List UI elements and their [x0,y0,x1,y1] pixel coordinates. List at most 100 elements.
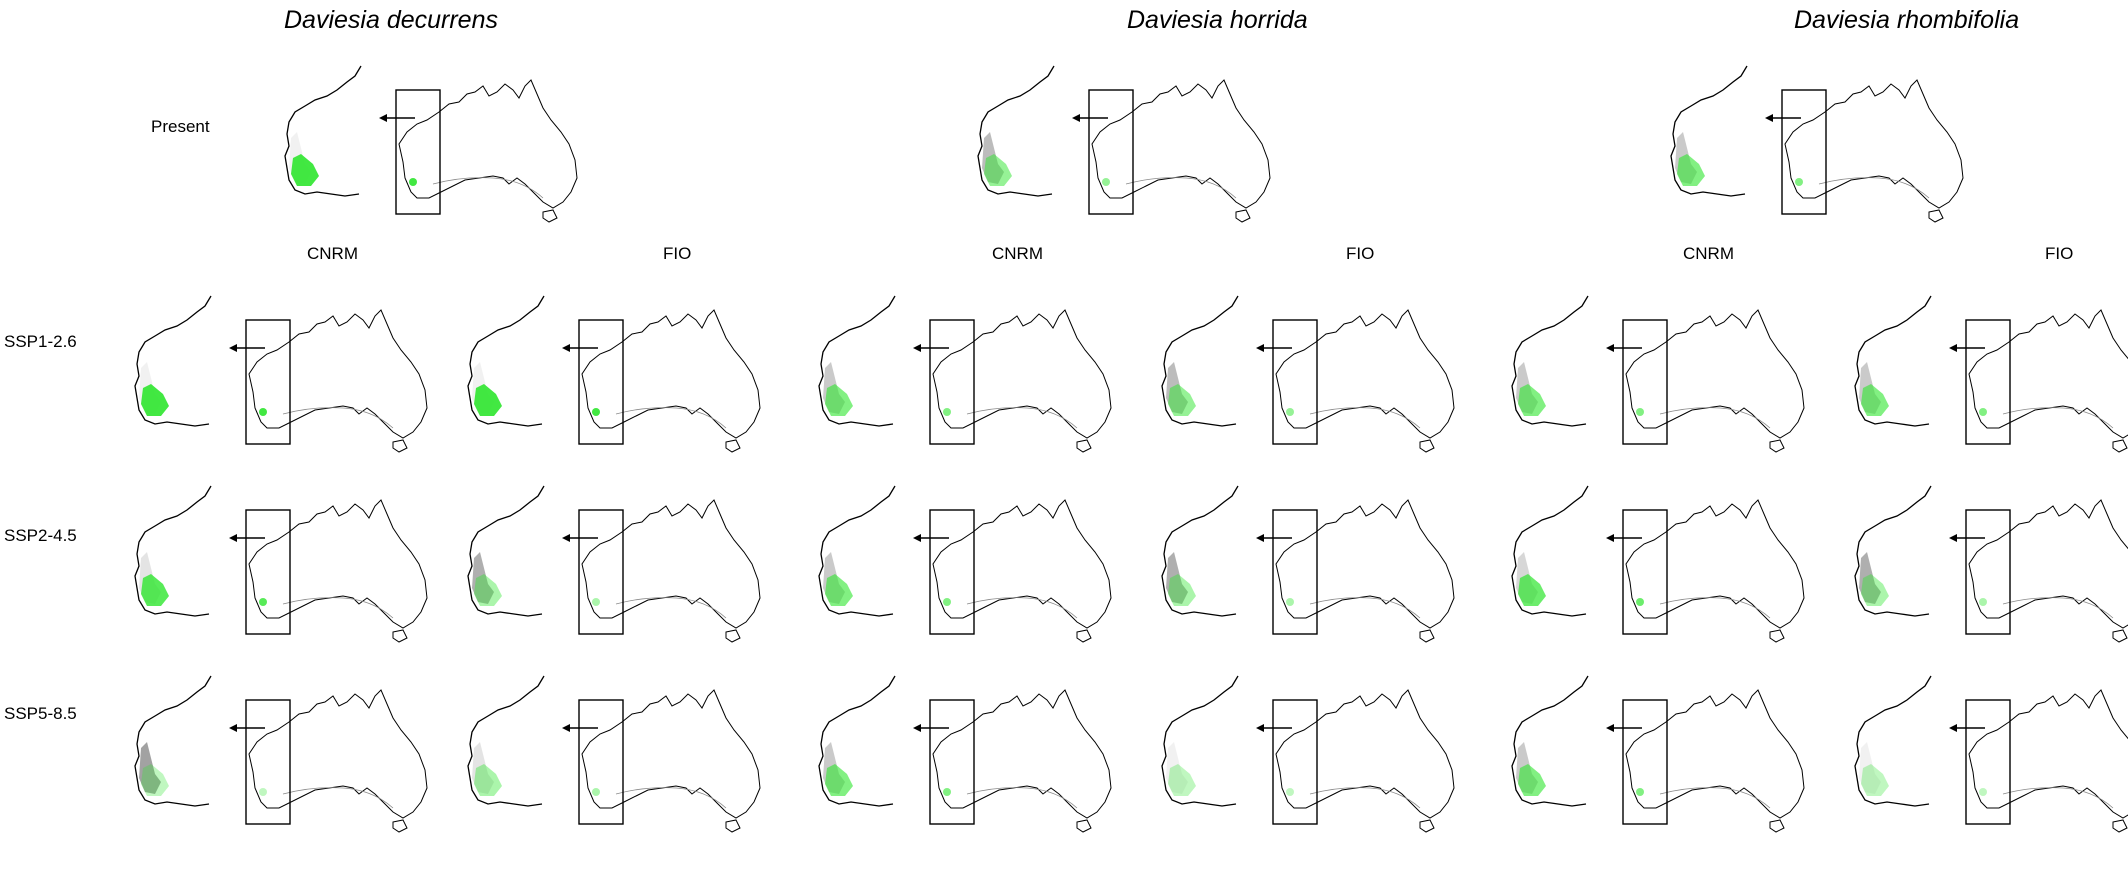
zoomed-coastline [1511,295,1589,427]
suitable-habitat-area [1861,574,1889,606]
map-panel [125,270,445,500]
tasmania-outline [1076,819,1092,833]
zoomed-sw-australia-map [134,295,212,427]
australia-map [1622,689,1805,833]
zoomed-sw-australia-map [1511,485,1589,617]
inset-box [1781,89,1827,215]
map-panel [458,460,778,690]
map-panel-svg [467,485,761,643]
tasmania-outline [2112,819,2128,833]
suitable-habitat-dot [592,598,600,606]
tasmania-outline [1076,629,1092,643]
range-boundary-line [615,787,727,809]
suitable-habitat-area [474,574,502,606]
map-panel-svg [818,295,1112,453]
figure: Daviesia decurrens Daviesia horrida Davi… [4,6,2128,833]
map-panel-svg [1161,675,1455,833]
map-panel-svg [1161,485,1455,643]
zoomed-sw-australia-map [1511,675,1589,807]
range-boundary-line [615,597,727,619]
zoomed-coastline [1161,675,1239,807]
zoomed-sw-australia-map [818,675,896,807]
map-panel-svg [1854,295,2128,453]
australia-coastline [932,499,1112,629]
range-boundary-line [1309,787,1421,809]
suitable-habitat-area [474,764,502,796]
zoomed-sw-australia-map [467,675,545,807]
zoom-arrow-head [229,344,237,352]
suitable-habitat-area [825,574,853,606]
zoomed-sw-australia-map [1161,675,1239,807]
row-label-present: Present [151,117,210,136]
zoom-arrow-head [913,724,921,732]
australia-coastline [1968,689,2128,819]
map-panel [1845,650,2128,880]
suitable-habitat-dot [259,408,267,416]
zoomed-coastline [818,295,896,427]
suitable-habitat-area [1677,154,1705,186]
suitable-habitat-area [984,154,1012,186]
zoomed-coastline [1511,675,1589,807]
inset-box [1965,509,2011,635]
map-panel-svg [134,485,428,643]
zoomed-sw-australia-map [977,65,1055,197]
range-boundary-line [2002,597,2114,619]
suitable-habitat-area [291,154,319,186]
tasmania-outline [725,629,741,643]
zoom-arrow-head [1256,534,1264,542]
zoom-arrow-head [1606,344,1614,352]
zoomed-sw-australia-map [284,65,362,197]
zoomed-coastline [818,485,896,617]
map-panel [809,460,1129,690]
map-panel [1845,460,2128,690]
map-panel [1152,270,1472,500]
tasmania-outline [725,439,741,453]
zoom-arrow-head [562,724,570,732]
australia-coastline [1625,689,1805,819]
range-boundary-line [1659,597,1771,619]
suitable-habitat-dot [1979,788,1987,796]
suitable-habitat-area [825,384,853,416]
map-panel-svg [1511,295,1805,453]
inset-box [578,319,624,445]
map-panel-svg [1161,295,1455,453]
range-boundary-line [966,597,1078,619]
unsuitable-range-area [472,742,494,794]
zoomed-coastline [1854,295,1932,427]
suitable-habitat-dot [943,598,951,606]
tasmania-outline [1769,819,1785,833]
australia-map [578,309,761,453]
suitable-habitat-dot [592,408,600,416]
range-boundary-line [2002,787,2114,809]
inset-box [395,89,441,215]
range-boundary-line [282,597,394,619]
zoomed-coastline [1161,485,1239,617]
map-panel-svg [467,295,761,453]
range-boundary-line [1125,177,1237,199]
australia-coastline [1968,499,2128,629]
suitable-habitat-dot [259,598,267,606]
suitable-habitat-dot [1286,598,1294,606]
zoomed-coastline [977,65,1055,197]
inset-box [929,509,975,635]
inset-box [1088,89,1134,215]
inset-box [245,319,291,445]
map-panel [1502,460,1822,690]
suitable-habitat-dot [1636,598,1644,606]
map-panel-svg [467,675,761,833]
suitable-habitat-area [474,384,502,416]
map-panel [1661,40,1981,270]
zoomed-coastline [467,675,545,807]
australia-coastline [1968,309,2128,439]
zoomed-coastline [1670,65,1748,197]
suitable-habitat-area [141,574,169,606]
australia-coastline [1275,309,1455,439]
map-panel-svg [818,485,1112,643]
map-panel-svg [977,65,1271,223]
zoom-arrow-head [1606,534,1614,542]
model-header-fio-2: FIO [1346,244,1375,263]
row-label-ssp245: SSP2-4.5 [4,526,77,545]
suitable-habitat-dot [1979,408,1987,416]
range-boundary-line [1818,177,1930,199]
australia-coastline [1275,689,1455,819]
